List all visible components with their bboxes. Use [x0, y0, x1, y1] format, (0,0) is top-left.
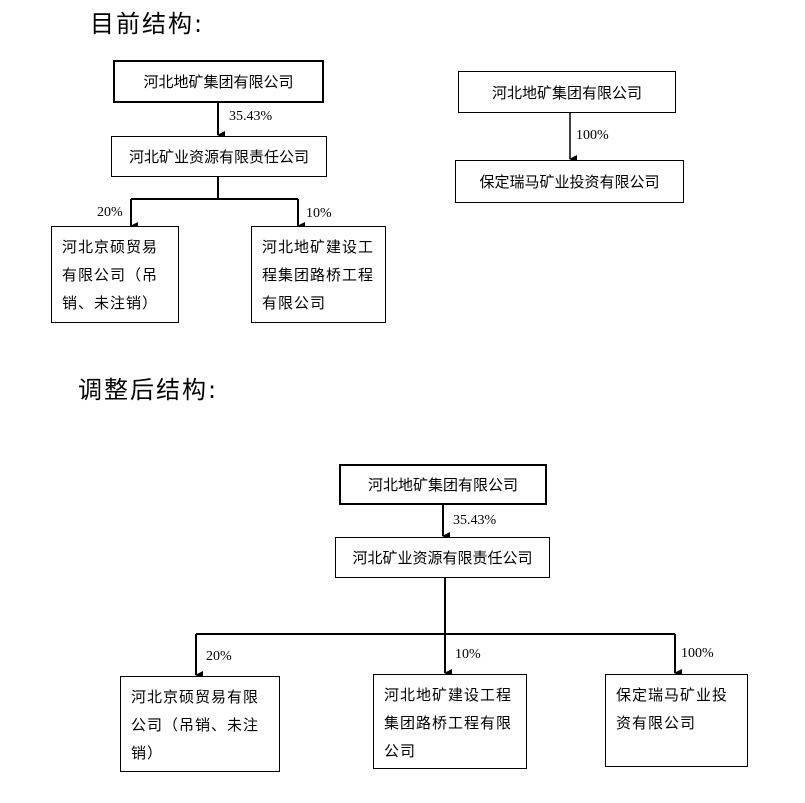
adjusted-top-company: 河北地矿集团有限公司 [339, 464, 547, 505]
current-top-pct: 35.43% [229, 109, 273, 124]
current-child1-company: 河北京硕贸易有限公司（吊销、未注销） [51, 226, 179, 323]
adjusted-heading: 调整后结构: [78, 376, 219, 404]
adjusted-child1-pct: 20% [206, 649, 232, 664]
adjusted-mid-company: 河北矿业资源有限责任公司 [335, 537, 550, 578]
current-top-company: 河北地矿集团有限公司 [113, 60, 324, 103]
current-child2-pct: 10% [306, 206, 332, 221]
current-child1-pct: 20% [97, 205, 123, 220]
current-mid-company: 河北矿业资源有限责任公司 [111, 136, 327, 177]
adjusted-child2-pct: 10% [455, 647, 481, 662]
adjusted-child2-company: 河北地矿建设工程集团路桥工程有限公司 [373, 674, 527, 769]
current-child2-company: 河北地矿建设工程集团路桥工程有限公司 [251, 226, 386, 323]
adjusted-top-pct: 35.43% [453, 513, 497, 528]
current-right-top-company: 河北地矿集团有限公司 [458, 71, 676, 113]
adjusted-child1-company: 河北京硕贸易有限公司（吊销、未注销） [120, 676, 280, 772]
current-right-child-company: 保定瑞马矿业投资有限公司 [455, 160, 684, 203]
current-heading: 目前结构: [90, 10, 205, 38]
adjusted-child3-pct: 100% [681, 646, 714, 661]
adjusted-child3-company: 保定瑞马矿业投资有限公司 [605, 674, 748, 767]
current-right-pct: 100% [576, 128, 609, 143]
